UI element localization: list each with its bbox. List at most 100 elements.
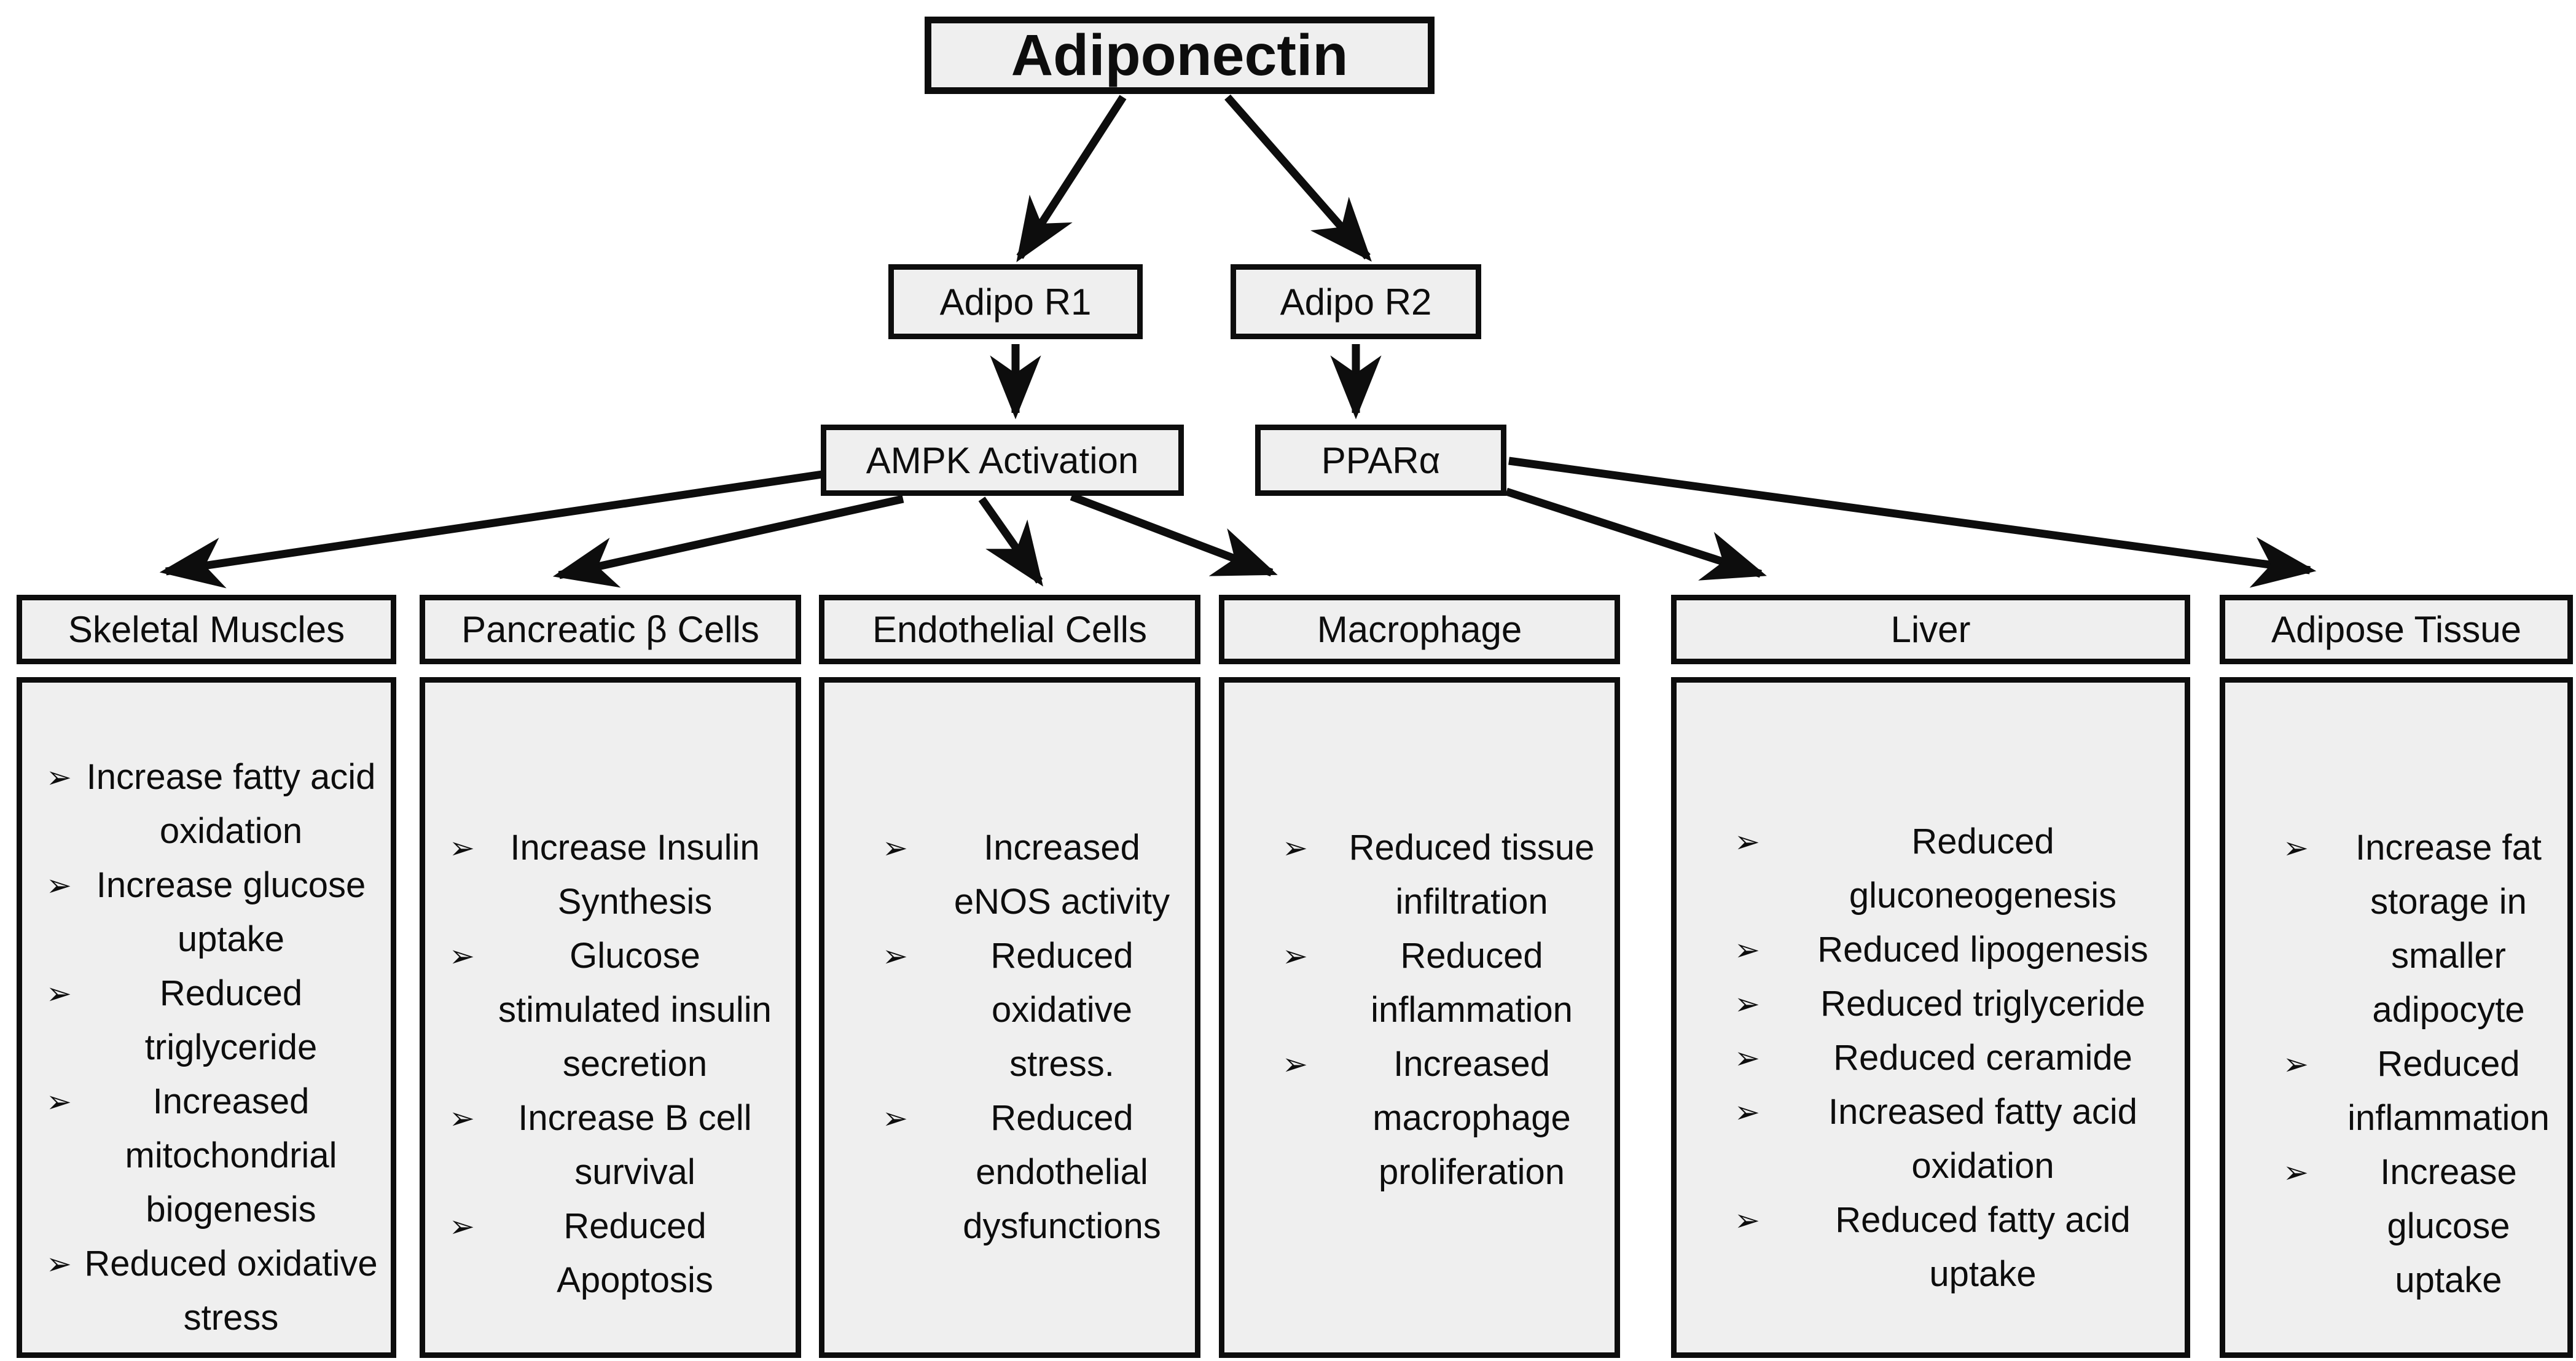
arrow-bullet-icon: ➢ [882,938,908,974]
target-effects-macrophage: ➢ Reduced tissue infiltration ➢ Reduced in… [1219,677,1620,1358]
arrow-bullet-icon: ➢ [46,1246,72,1282]
effect-text: Increase Insulin Synthesis [510,828,760,922]
effect-text: Reduced inflammation [2347,1044,2550,1138]
effect-item: ➢ Reduced endothelial dysfunctions [852,1091,1186,1253]
effect-text: Increase B cell survival [518,1098,752,1192]
effects-list: ➢ Increase fatty acid oxidation ➢ Increase… [22,750,391,1345]
arrow-bullet-icon: ➢ [449,830,475,866]
effect-item: ➢ Reduced triglyceride [1704,977,2175,1031]
receptor-node-adipo-r1: Adipo R1 [888,264,1143,339]
target-header-adipose-tissue: Adipose Tissue [2220,595,2573,664]
effect-text: Increased eNOS activity [953,828,1170,922]
effect-item: ➢ Increase glucose uptake [2253,1145,2558,1308]
effect-text: Reduced fatty acid uptake [1835,1200,2131,1294]
root-node-adiponectin: Adiponectin [925,17,1435,94]
effect-item: ➢ Reduced lipogenesis [1704,923,2175,977]
arrow-bullet-icon: ➢ [449,938,475,974]
effect-item: ➢ Reduced ceramide [1704,1031,2175,1085]
arrow-bullet-icon: ➢ [1282,938,1308,974]
effect-text: Reduced triglyceride [1820,984,2145,1024]
effect-text: Increased macrophage proliferation [1372,1044,1571,1192]
effects-list: ➢ Reduced gluconeogenesis ➢ Reduced lipoge… [1677,815,2185,1301]
effects-list: ➢ Increased eNOS activity ➢ Reduced oxidat… [824,821,1195,1253]
effect-text: Reduced endothelial dysfunctions [963,1098,1161,1246]
effect-item: ➢ Reduced inflammation [1252,929,1605,1037]
effect-text: Reduced gluconeogenesis [1849,822,2117,916]
effect-text: Reduced inflammation [1371,936,1573,1030]
effect-item: ➢ Reduced gluconeogenesis [1704,815,2175,923]
receptor-node-adipo-r2: Adipo R2 [1231,264,1481,339]
arrow-bullet-icon: ➢ [46,976,72,1011]
target-header-liver: Liver [1671,595,2190,664]
arrow-bullet-icon: ➢ [1282,1046,1308,1082]
arrow-bullet-icon: ➢ [2283,1155,2309,1190]
effect-item: ➢ Increased eNOS activity [852,821,1186,929]
target-effects-adipose-tissue: ➢ Increase fat storage in smaller adipocy… [2220,677,2573,1358]
effects-list: ➢ Increase fat storage in smaller adipocy… [2225,821,2567,1308]
effect-item: ➢ Increased macrophage proliferation [1252,1037,1605,1199]
effect-text: Reduced oxidative stress [84,1244,378,1338]
effect-text: Reduced triglyceride [144,973,318,1067]
arrow-bullet-icon: ➢ [46,1084,72,1120]
effect-text: Increase glucose uptake [96,865,366,959]
effect-item: ➢Increased fatty acid oxidation [1704,1085,2175,1193]
arrow-bullet-icon: ➢ [2283,830,2309,866]
arrow-bullet-icon: ➢ [449,1209,475,1244]
effect-text: Reduced lipogenesis [1817,930,2148,970]
effect-item: ➢ Increase fatty acid oxidation [37,750,382,858]
arrow-bullet-icon: ➢ [1734,824,1760,860]
target-effects-skeletal-muscles: ➢ Increase fatty acid oxidation ➢ Increase… [17,677,396,1358]
arrow-bullet-icon: ➢ [1734,986,1760,1022]
arrow-bullet-icon: ➢ [46,759,72,795]
effect-text: Reduced tissue infiltration [1349,828,1595,922]
arrow-bullet-icon: ➢ [882,830,908,866]
arrow-bullet-icon: ➢ [882,1100,908,1136]
target-effects-endothelial-cells: ➢ Increased eNOS activity ➢ Reduced oxidat… [819,677,1200,1358]
effect-text: Increased mitochondrial biogenesis [125,1081,337,1230]
effect-item: ➢ Reduced oxidative stress [37,1237,382,1345]
effect-text: Glucose stimulated insulin secretion [498,936,772,1084]
target-header-endothelial-cells: Endothelial Cells [819,595,1200,664]
arrow-bullet-icon: ➢ [46,868,72,903]
effect-text: Increase fatty acid oxidation [86,757,376,851]
edge-ampk-skeletal-muscles [159,470,823,589]
edge-adiponectin-adipo-r1 [1016,95,1127,262]
effects-list: ➢ Reduced tissue infiltration ➢ Reduced in… [1224,821,1615,1199]
effect-text: Reduced ceramide [1833,1038,2132,1078]
arrow-bullet-icon: ➢ [2283,1046,2309,1082]
target-header-macrophage: Macrophage [1219,595,1620,664]
edge-ampk-pancreatic-b-cells [552,495,904,588]
arrow-bullet-icon: ➢ [449,1100,475,1136]
edge-ampk-endothelial-cells [978,496,1043,587]
target-effects-pancreatic-b-cells: ➢ Increase Insulin Synthesis ➢ Glucose sti… [420,677,801,1358]
effect-item: ➢ Reduced inflammation [2253,1037,2558,1145]
effect-item: ➢ Reduced triglyceride [37,967,382,1075]
arrow-bullet-icon: ➢ [1734,1202,1760,1238]
edge-adiponectin-adipo-r2 [1224,94,1372,262]
effect-item: ➢ Reduced tissue infiltration [1252,821,1605,929]
edge-ppara-liver [1505,487,1767,581]
effect-item: ➢ Increase B cell survival [440,1091,786,1199]
mediator-node-ampk-activation: AMPK Activation [821,425,1184,496]
effect-text: Increase glucose uptake [2380,1152,2517,1300]
effect-text: Increase fat storage in smaller adipocyt… [2355,828,2542,1030]
effect-item: ➢ Reduced oxidative stress. [852,929,1186,1091]
target-effects-liver: ➢ Reduced gluconeogenesis ➢ Reduced lipoge… [1671,677,2190,1358]
effects-list: ➢ Increase Insulin Synthesis ➢ Glucose sti… [425,821,796,1308]
effect-item: ➢ Increased mitochondrial biogenesis [37,1075,382,1237]
arrow-bullet-icon: ➢ [1734,1040,1760,1076]
target-header-skeletal-muscles: Skeletal Muscles [17,595,396,664]
arrow-bullet-icon: ➢ [1734,932,1760,968]
effect-item: ➢ Increase fat storage in smaller adipocy… [2253,821,2558,1037]
effect-item: ➢ Glucose stimulated insulin secretion [440,929,786,1091]
mediator-node-ppara: PPARα [1255,425,1506,496]
edge-ampk-macrophage [1070,492,1278,577]
effect-item: ➢ Increase glucose uptake [37,858,382,967]
arrow-bullet-icon: ➢ [1734,1094,1760,1130]
effect-item: ➢ Increase Insulin Synthesis [440,821,786,929]
edge-ppara-adipose-tissue [1508,457,2317,588]
arrow-bullet-icon: ➢ [1282,830,1308,866]
effect-item: ➢Reduced Apoptosis [440,1199,786,1308]
effect-text: Reduced oxidative stress. [990,936,1133,1084]
